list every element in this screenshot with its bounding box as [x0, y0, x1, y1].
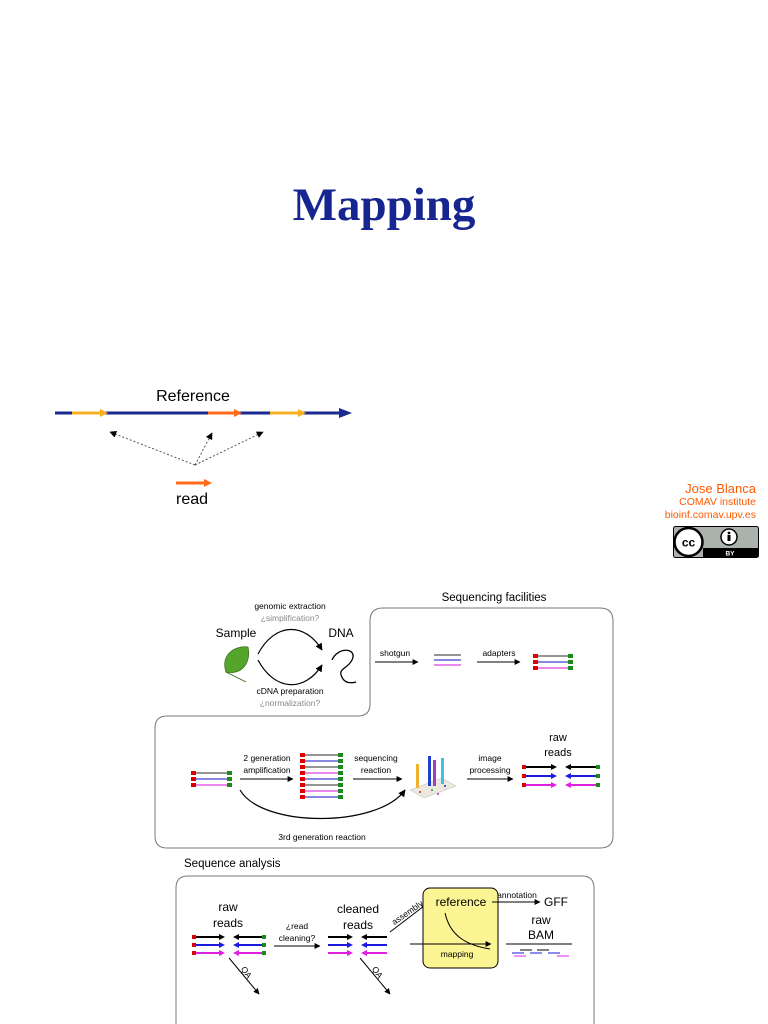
cleaned-reads-icon	[328, 934, 387, 956]
dotted-arrow-left	[109, 431, 196, 466]
dna-squiggle-icon	[331, 649, 357, 684]
second-generation-label-line2: amplification	[243, 765, 291, 775]
dotted-arrow-right	[194, 431, 264, 466]
raw-qa-label: QA	[239, 964, 254, 980]
gff-label: GFF	[544, 895, 568, 909]
dna-label: DNA	[328, 626, 353, 640]
author-name: Jose Blanca	[685, 481, 756, 496]
sample-to-dna-upper-arc	[257, 628, 323, 655]
fluorescence-image-icon	[409, 756, 457, 799]
third-generation-label: 3rd generation reaction	[278, 832, 366, 842]
mapping-label: mapping	[441, 949, 474, 959]
third-generation-arc	[239, 789, 406, 819]
cc-by-license-badge[interactable]: cc BY	[673, 526, 759, 558]
normalization-label: ¿normalization?	[260, 698, 321, 708]
adapters-label: adapters	[482, 648, 515, 658]
genomic-extraction-label: genomic extraction	[254, 601, 326, 611]
mapping-diagram: Reference read	[55, 388, 352, 508]
raw-reads-icon	[522, 764, 600, 788]
fragments-icon	[434, 654, 461, 666]
analysis-raw-reads-line1: raw	[218, 900, 238, 914]
author-block: Jose Blanca COMAV institute bioinf.comav…	[665, 481, 756, 522]
analysis-raw-reads-line2: reads	[213, 916, 243, 930]
amplified-clusters-icon	[300, 753, 343, 799]
bam-raw-label: raw	[531, 913, 551, 927]
sample-label: Sample	[216, 626, 257, 640]
shotgun-label: shotgun	[380, 648, 411, 658]
cc-icon	[673, 526, 704, 558]
cleaned-reads-line2: reads	[343, 918, 373, 932]
dotted-arrow-middle	[194, 432, 213, 466]
assembly-arrow	[389, 902, 429, 933]
sequence-analysis-box	[175, 875, 595, 1024]
slide-title: Mapping	[292, 179, 476, 231]
aligned-reads-icon	[512, 949, 569, 957]
yellow-segment-1-arrowhead	[100, 409, 108, 417]
read-cleaning-label-line1: ¿read	[286, 921, 308, 931]
cleaned-qa-label: QA	[370, 964, 385, 980]
raw-qa-arrow	[228, 957, 260, 995]
bam-label: BAM	[528, 928, 554, 942]
cdna-preparation-label: cDNA preparation	[256, 686, 323, 696]
sequence-analysis-title: Sequence analysis	[184, 858, 281, 870]
analysis-raw-reads-icon	[192, 934, 266, 956]
sequencing-reaction-label-line1: sequencing	[354, 753, 398, 763]
read-arrowhead	[204, 479, 212, 487]
library-icon	[191, 771, 232, 787]
assembly-label: assembly	[390, 898, 426, 927]
raw-reads-label-line1: raw	[549, 732, 567, 744]
author-website[interactable]: bioinf.comav.upv.es	[664, 509, 756, 521]
mapping-box	[422, 887, 499, 969]
read-cleaning-label-line2: cleaning?	[279, 933, 316, 943]
cleaned-qa-arrow	[359, 957, 391, 995]
adapter-fragments-icon	[533, 654, 573, 670]
annotation-label: annotation	[497, 890, 537, 900]
image-processing-label-line1: image	[478, 753, 501, 763]
reference-arrowhead	[339, 408, 352, 418]
sample-to-dna-lower-arc	[257, 659, 323, 686]
sequencing-facilities-title: Sequencing facilities	[442, 592, 547, 604]
reference-box-label: reference	[436, 895, 487, 909]
sequencing-reaction-label-line2: reaction	[361, 765, 392, 775]
yellow-segment-2-arrowhead	[298, 409, 306, 417]
read-label: read	[176, 491, 208, 508]
reference-curve	[444, 912, 491, 950]
image-processing-label-line2: processing	[469, 765, 510, 775]
simplification-label: ¿simplification?	[261, 613, 320, 623]
author-institute: COMAV institute	[679, 496, 756, 508]
sequencing-facilities-box	[154, 607, 614, 849]
ngs-workflow-diagram: Sequencing facilities Sample genomic ext…	[154, 592, 614, 1024]
cleaned-reads-line1: cleaned	[337, 902, 379, 916]
reference-label: Reference	[156, 388, 230, 405]
svg-text:cc: cc	[682, 536, 696, 550]
leaf-icon	[224, 646, 249, 683]
second-generation-label-line1: 2 generation	[243, 753, 291, 763]
raw-reads-label-line2: reads	[544, 747, 572, 759]
orange-segment-arrowhead	[234, 409, 242, 417]
license-badge-text: BY	[725, 551, 735, 558]
